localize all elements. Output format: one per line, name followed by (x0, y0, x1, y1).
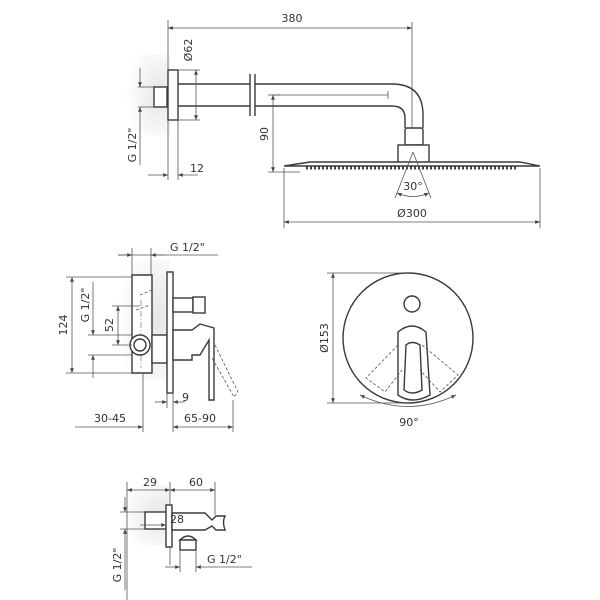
cover-plate-side (166, 271, 174, 394)
arm-inner (178, 105, 406, 128)
dim-wall-depth: 30-45 (94, 412, 126, 425)
diverter-button (403, 295, 421, 313)
lever-handle (172, 323, 215, 401)
dim-plate-thickness: 9 (182, 391, 189, 404)
dim-outlet-offset: 28 (170, 513, 184, 526)
diverter-knob (172, 297, 194, 313)
dim-plate-diameter: Ø153 (318, 323, 331, 353)
dim-valve-height: 124 (57, 315, 70, 336)
dim-flange-diameter: Ø62 (182, 39, 195, 62)
cover-plate-drawing: 90° Ø153 (318, 272, 474, 429)
dim-spray-angle: 30° (403, 180, 423, 193)
dim-height: 90 (258, 127, 271, 141)
dim-head-diameter: Ø300 (397, 207, 427, 220)
shower-head (283, 161, 541, 167)
dim-length: 380 (282, 12, 303, 25)
arm-outer (178, 83, 424, 128)
wall-nut (153, 86, 168, 108)
shower-arm-drawing: 380 Ø62 G 1/2" 12 90 30° (120, 12, 541, 228)
dim-outlet-length: 60 (189, 476, 203, 489)
outlet-flange (165, 504, 173, 548)
dim-flange-thickness: 12 (190, 162, 204, 175)
dim-outlet-side-thread: G 1/2" (111, 548, 124, 583)
wall-flange (167, 69, 179, 121)
dim-outlet-bottom-thread: G 1/2" (207, 553, 242, 566)
dim-arm-thread: G 1/2" (126, 128, 139, 163)
valve-body (131, 274, 153, 374)
dim-projection: 65-90 (184, 412, 216, 425)
outlet-connector (179, 539, 197, 551)
lever-rotated (211, 344, 239, 398)
diverter-cap (192, 296, 206, 314)
dim-outlet-offset: 52 (103, 318, 116, 332)
dim-outlet-depth: 29 (143, 476, 157, 489)
handshower-holder (171, 512, 227, 531)
mixer-valve-drawing: G 1/2" 124 G 1/2" 52 9 30-45 (57, 241, 239, 432)
dim-valve-top-thread: G 1/2" (170, 241, 205, 254)
arm-connector (404, 127, 424, 146)
lever-right-position (419, 344, 459, 393)
dim-rotation-angle: 90° (399, 416, 419, 429)
dim-valve-side-thread: G 1/2" (79, 288, 92, 323)
wall-outlet-drawing: 29 60 28 G 1/2" G 1/2" (111, 476, 252, 600)
valve-outlet (129, 334, 151, 356)
valve-cartridge (151, 334, 168, 364)
lever-left-position (365, 344, 403, 393)
